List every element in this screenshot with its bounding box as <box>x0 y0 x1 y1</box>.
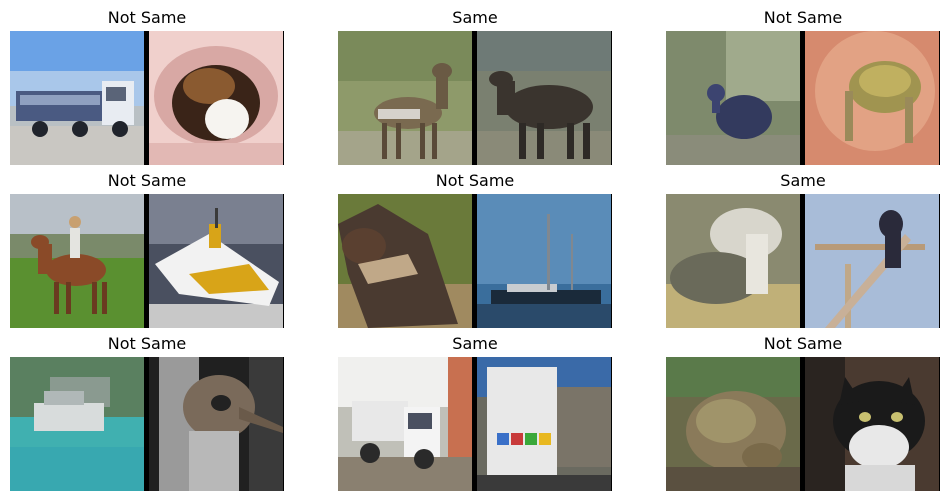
pair-cell-8: Same <box>338 334 612 498</box>
pair-title: Not Same <box>763 334 843 353</box>
bird-image <box>666 194 800 328</box>
ship-image <box>149 194 283 328</box>
cat-image <box>149 31 283 165</box>
pair-cell-4: Not Same <box>10 171 284 335</box>
pair-cell-9: Not Same <box>666 334 940 498</box>
pair-title: Same <box>780 171 826 190</box>
pair-title: Not Same <box>107 334 187 353</box>
truck-image <box>477 357 611 491</box>
horse-image <box>10 194 144 328</box>
image-pair <box>10 31 284 165</box>
pair-title: Not Same <box>107 171 187 190</box>
image-pair <box>338 357 612 491</box>
pair-cell-3: Not Same <box>666 8 940 172</box>
pair-title: Not Same <box>763 8 843 27</box>
pair-title: Same <box>452 334 498 353</box>
image-pair <box>338 31 612 165</box>
pair-cell-7: Not Same <box>10 334 284 498</box>
pair-title: Not Same <box>107 8 187 27</box>
bird-image <box>149 357 283 491</box>
image-pair <box>338 194 612 328</box>
deer-image <box>477 31 611 165</box>
ship-image <box>10 357 144 491</box>
image-pair <box>666 31 940 165</box>
pair-title: Same <box>452 8 498 27</box>
pair-title: Not Same <box>435 171 515 190</box>
image-pair <box>666 194 940 328</box>
bird-image <box>666 31 800 165</box>
frog-image <box>666 357 800 491</box>
pair-cell-1: Not Same <box>10 8 284 172</box>
deer-image <box>338 31 472 165</box>
pair-cell-6: Same <box>666 171 940 335</box>
image-pair <box>10 194 284 328</box>
pair-cell-2: Same <box>338 8 612 172</box>
horse-image <box>338 194 472 328</box>
ship-image <box>477 194 611 328</box>
image-pair <box>666 357 940 491</box>
bird-image <box>805 194 939 328</box>
cat-image <box>805 357 939 491</box>
image-pair <box>10 357 284 491</box>
frog-image <box>805 31 939 165</box>
truck-image <box>10 31 144 165</box>
pair-cell-5: Not Same <box>338 171 612 335</box>
truck-image <box>338 357 472 491</box>
